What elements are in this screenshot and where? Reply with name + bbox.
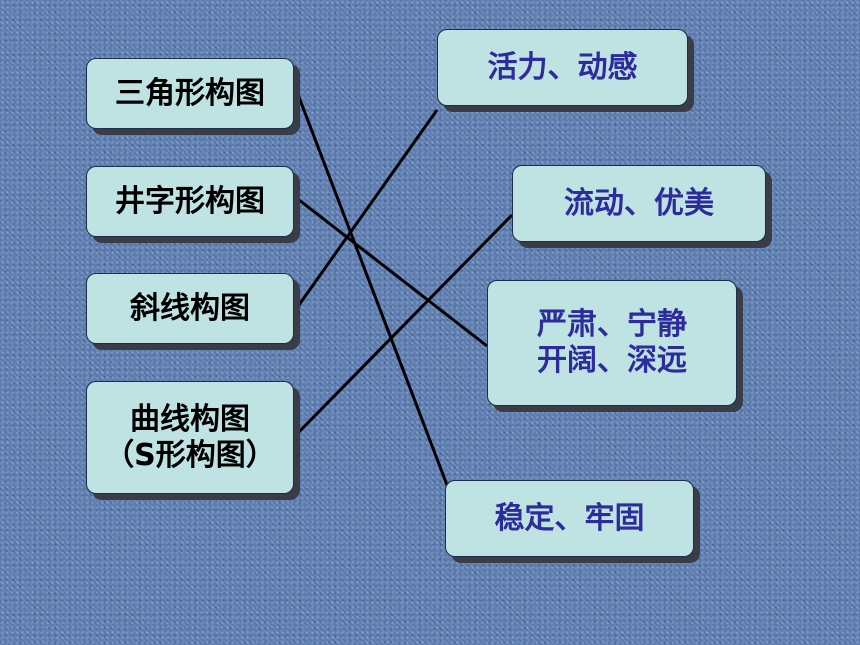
left-box-text: 斜线构图 (130, 290, 250, 326)
left-box-text: 三角形构图 (115, 75, 265, 111)
right-box-text: 活力、动感 (487, 49, 638, 85)
left-box-diagonal-composition: 斜线构图 (86, 273, 294, 344)
left-box-curve-composition: 曲线构图 （S形构图） (86, 381, 294, 494)
right-box-vitality: 活力、动感 (437, 29, 688, 106)
left-box-text: 曲线构图 (130, 401, 250, 437)
left-box-grid-composition: 井字形构图 (86, 166, 294, 237)
right-box-stable: 稳定、牢固 (445, 480, 694, 557)
right-box-text: 严肃、宁静 (537, 307, 687, 342)
right-box-solemn: 严肃、宁静 开阔、深远 (487, 280, 737, 406)
connector-grid-to-solemn (293, 194, 488, 348)
left-box-text: （S形构图） (104, 437, 276, 473)
connector-curve-to-flow (292, 213, 514, 439)
right-box-text: 流动、优美 (564, 185, 714, 221)
right-box-flowing: 流动、优美 (512, 165, 766, 242)
left-box-text: 井字形构图 (115, 183, 265, 219)
connector-triangle-to-stable (292, 83, 449, 486)
right-box-text: 稳定、牢固 (494, 500, 645, 536)
connector-diagonal-to-vitality (292, 109, 439, 313)
left-box-triangle-composition: 三角形构图 (86, 58, 294, 129)
right-box-text: 开阔、深远 (537, 343, 687, 378)
